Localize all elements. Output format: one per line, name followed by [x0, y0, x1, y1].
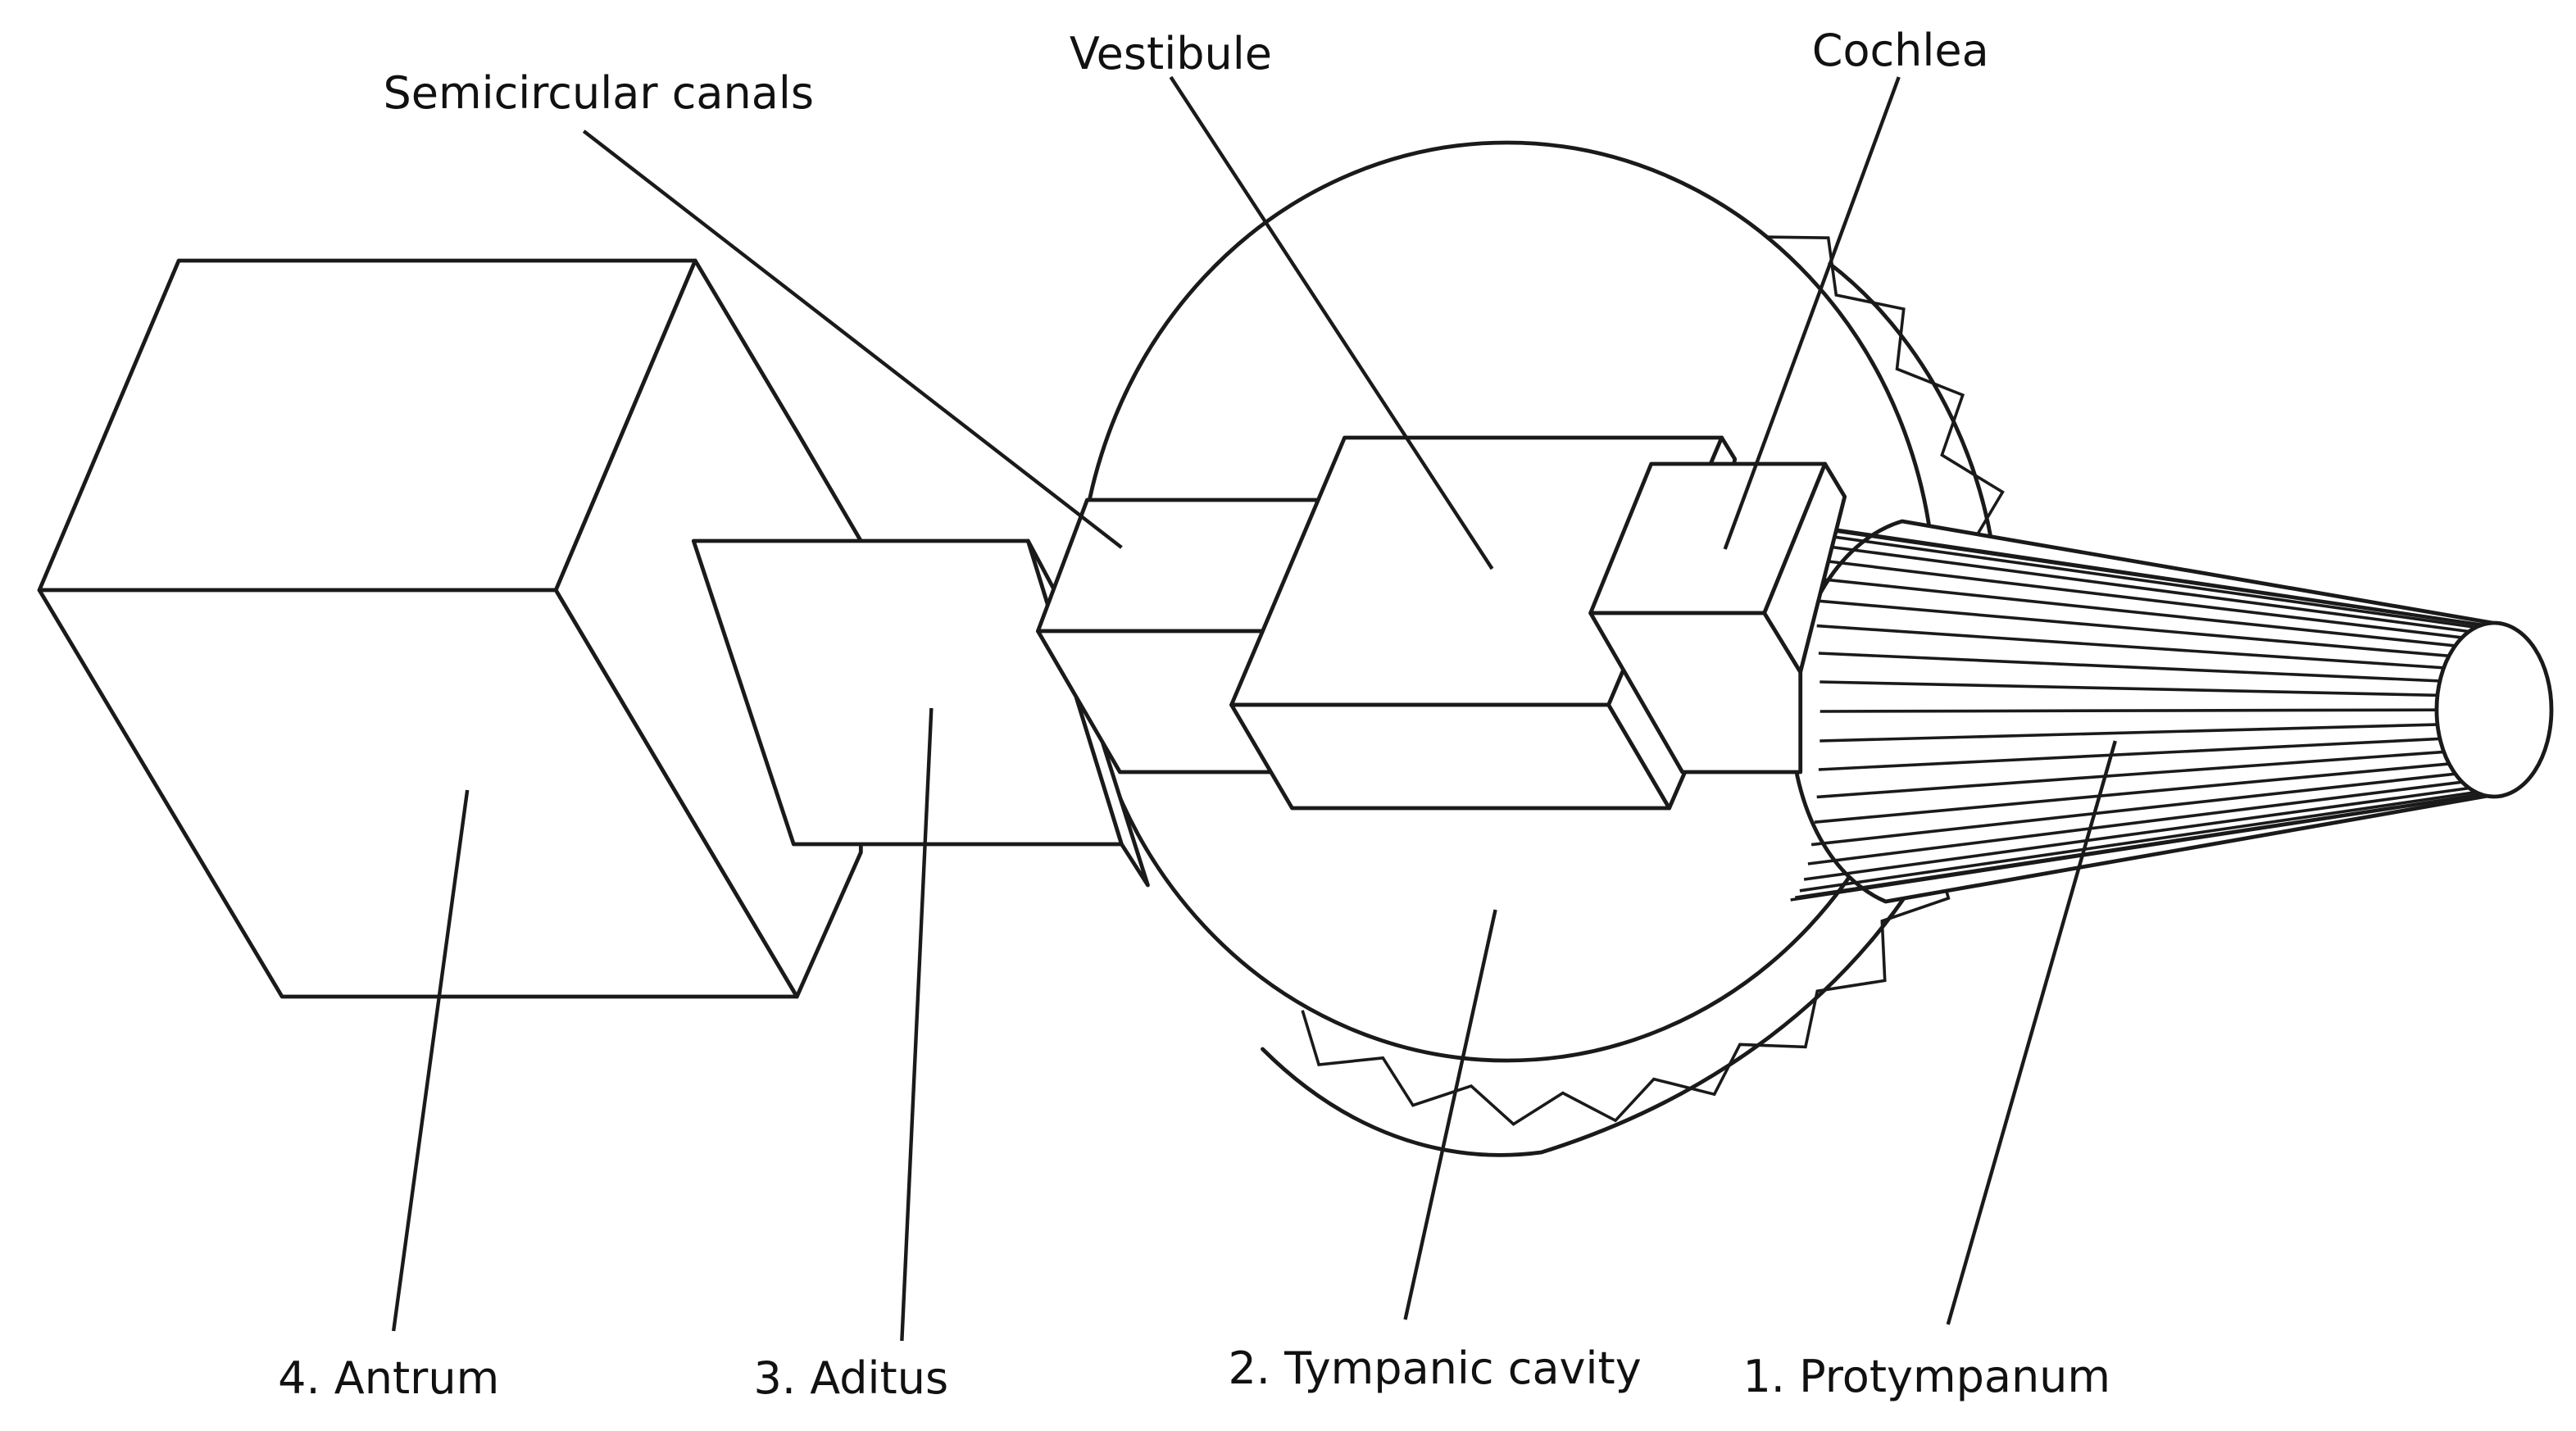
leader-tympanic-cavity [1403, 909, 1497, 1320]
cochlea-block [1588, 461, 1847, 775]
cone-hatching [1790, 521, 2494, 902]
cone-hatch-line [1799, 530, 2486, 630]
cochlea-front-face [1588, 611, 1803, 775]
cone-hatch-line [1816, 624, 2493, 673]
leader-aditus [900, 707, 934, 1342]
cylinder-zigzag [1301, 235, 2024, 1126]
leader-semicircular-canals [582, 129, 1123, 549]
cone-hatch-line [1814, 758, 2492, 824]
antrum-cube [37, 258, 863, 999]
cone-hatch-line [1807, 557, 2489, 643]
cone-hatch-line [1790, 793, 2482, 902]
cone-hatch-line [1799, 789, 2486, 893]
cone-hatch-line [1810, 576, 2491, 652]
tympanic-cylinder [1261, 235, 2024, 1157]
cone-hatch-line [1803, 542, 2487, 636]
label-cochlea: Cochlea [1812, 25, 1989, 76]
cone-hatch-line [1810, 768, 2491, 847]
leader-cochlea [1723, 76, 1901, 550]
cylinder-back-edge [1261, 261, 2000, 1157]
cone-hatch-line [1820, 721, 2494, 743]
cochlea-side-face [1762, 461, 1847, 675]
cone-hatch-line [1814, 599, 2492, 661]
cone-hatch-line [1820, 680, 2494, 698]
cone-hatch-line [1820, 708, 2494, 713]
label-antrum: 4. Antrum [278, 1352, 499, 1404]
cone-tip-ellipse [2434, 620, 2554, 799]
label-tympanic-cavity: 2. Tympanic cavity [1228, 1342, 1641, 1394]
cone-hatch-line [1807, 777, 2489, 865]
cone-hatch-line [1803, 784, 2487, 881]
leader-lines [391, 75, 2117, 1342]
cone-hatch-line [1816, 747, 2493, 799]
cone-hatch-line [1795, 524, 2483, 627]
leader-antrum [391, 789, 470, 1332]
protympanum-cone [1788, 519, 2554, 904]
cone-hatch-line [1818, 734, 2494, 771]
leader-vestibule [1169, 75, 1494, 570]
labels: Semicircular canals Vestibule Cochlea 4.… [278, 25, 2110, 1404]
label-aditus: 3. Aditus [754, 1352, 949, 1404]
label-protympanum: 1. Protympanum [1742, 1351, 2110, 1402]
label-semicircular-canals: Semicircular canals [383, 67, 814, 119]
vestibule-front-face [1229, 702, 1672, 811]
label-vestibule: Vestibule [1070, 28, 1272, 80]
cone-hatch-line [1818, 652, 2494, 685]
cylinder-hatching [1301, 235, 2024, 1126]
leader-protympanum [1946, 740, 2117, 1325]
